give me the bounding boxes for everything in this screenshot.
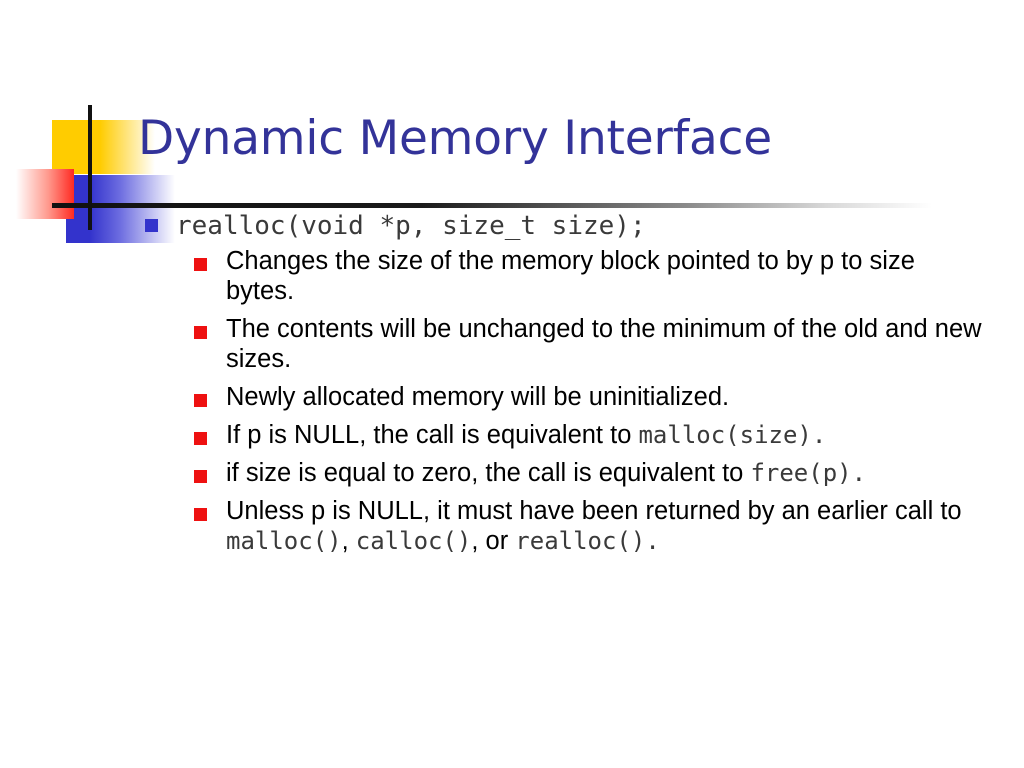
level2-bullet-item: The contents will be unchanged to the mi… [0, 314, 1024, 374]
level2-bullet-text: Changes the size of the memory block poi… [226, 247, 915, 305]
level2-bullet-marker [194, 258, 207, 271]
slide-body: realloc(void *p, size_t size); Changes t… [0, 208, 1024, 564]
level2-bullet-text: Unless p is NULL, it must have been retu… [226, 497, 962, 555]
level2-bullet-text: The contents will be unchanged to the mi… [226, 315, 982, 373]
inline-text: The contents will be unchanged to the mi… [226, 315, 982, 373]
level2-bullet-list: Changes the size of the memory block poi… [0, 246, 1024, 556]
level2-bullet-marker [194, 432, 207, 445]
level1-bullet-item: realloc(void *p, size_t size); [0, 208, 1024, 244]
decoration-yellow-square [52, 120, 100, 174]
level2-bullet-marker [194, 508, 207, 521]
level2-bullet-marker [194, 470, 207, 483]
level2-bullet-text: Newly allocated memory will be uninitial… [226, 383, 729, 411]
level2-bullet-marker [194, 394, 207, 407]
inline-code: realloc(). [515, 527, 660, 555]
inline-text: , or [471, 527, 516, 555]
level2-bullet-text: if size is equal to zero, the call is eq… [226, 459, 866, 487]
level2-bullet-item: Newly allocated memory will be uninitial… [0, 382, 1024, 412]
level2-bullet-item: Changes the size of the memory block poi… [0, 246, 1024, 306]
level1-bullet-marker [145, 219, 158, 232]
level2-bullet-item: if size is equal to zero, the call is eq… [0, 458, 1024, 488]
slide-title: Dynamic Memory Interface [138, 111, 772, 166]
inline-code: malloc(size). [638, 421, 827, 449]
inline-text: if size is equal to zero, the call is eq… [226, 459, 751, 487]
inline-code: calloc() [355, 527, 472, 555]
inline-text: If p is NULL, the call is equivalent to [226, 421, 639, 449]
level2-bullet-marker [194, 326, 207, 339]
inline-text: Newly allocated memory will be uninitial… [226, 383, 730, 411]
inline-text: Changes the size of the memory block poi… [226, 247, 915, 305]
inline-text: Unless p is NULL, it must have been retu… [226, 497, 962, 525]
inline-text: , [341, 527, 356, 555]
level1-bullet-text: realloc(void *p, size_t size); [176, 211, 646, 241]
level2-bullet-item: Unless p is NULL, it must have been retu… [0, 496, 1024, 556]
inline-code: free(p). [750, 459, 867, 487]
level2-bullet-item: If p is NULL, the call is equivalent to … [0, 420, 1024, 450]
inline-code: malloc() [226, 527, 342, 555]
level2-bullet-text: If p is NULL, the call is equivalent to … [226, 421, 826, 449]
